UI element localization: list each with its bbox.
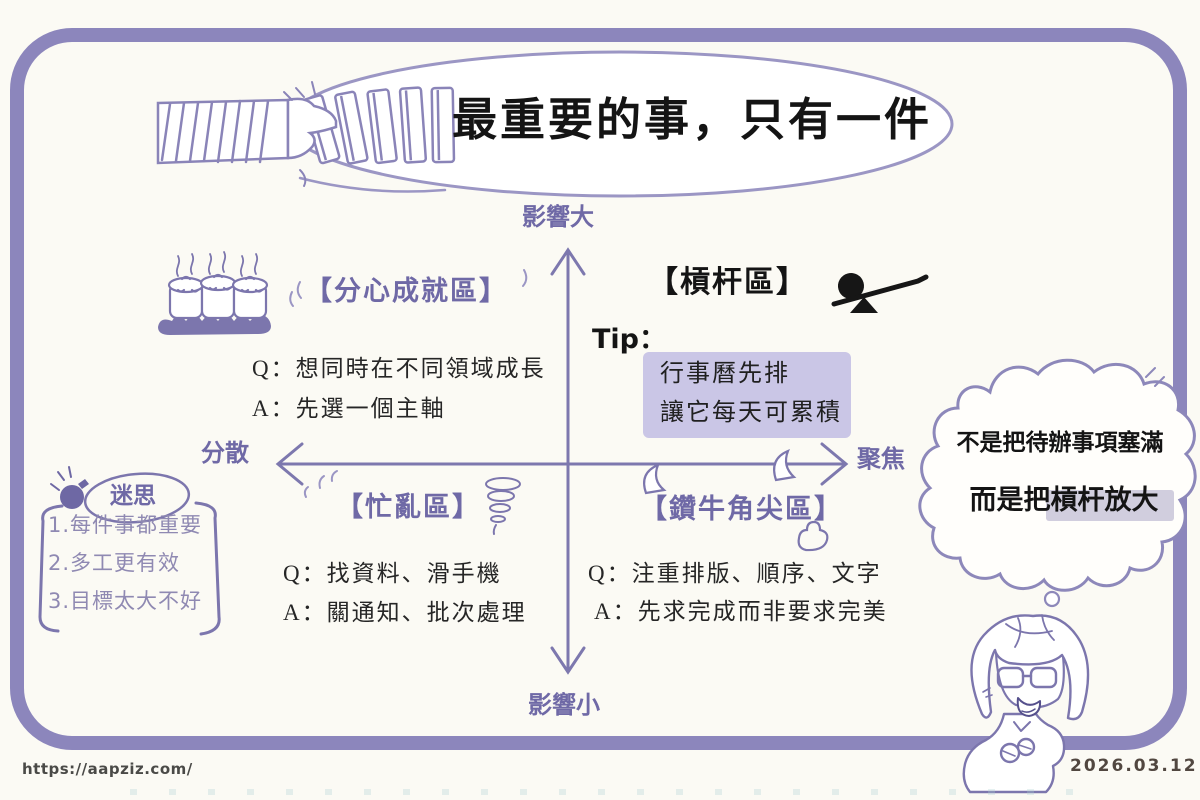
site-url[interactable]: https://aapziz.com/ (22, 760, 193, 778)
quadrant-bottom-right-answer: A：先求完成而非要求完美 (594, 599, 888, 624)
axis-label-left: 分散 (201, 439, 249, 467)
quadrant-bottom-left-question: Q：找資料、滑手機 (283, 561, 502, 586)
thought-bubble-line-2: 而是把槓杆放大 (969, 485, 1159, 516)
myth-oval (83, 472, 191, 524)
thought-bubble-line-1: 不是把待辦事項塞滿 (956, 430, 1164, 456)
quadrant-bottom-right-question: Q：注重排版、順序、文字 (588, 561, 882, 586)
myth-title: 迷思 (110, 483, 156, 509)
sweat-marks-icon (303, 470, 338, 498)
myth-item-3: 3.目標太大不好 (48, 589, 203, 613)
myth-item-2: 2.多工更有效 (48, 551, 181, 575)
quadrant-top-left-question: Q：想同時在不同領域成長 (252, 356, 546, 381)
bomb-icon (50, 466, 89, 509)
lever-icon (831, 273, 929, 313)
quote-marks-icon (289, 269, 528, 307)
quadrant-axes (275, 247, 849, 675)
myth-brackets (38, 501, 221, 636)
axis-label-top: 影響大 (522, 203, 594, 231)
horn-icon (643, 448, 829, 552)
quadrant-bottom-right-label: 【鑽牛角尖區】 (640, 494, 843, 525)
bubble-text-highlight (1046, 490, 1174, 521)
tornado-icon (485, 477, 521, 535)
page-border (10, 28, 1187, 750)
axis-label-bottom: 影響小 (528, 691, 600, 719)
quadrant-top-left-label: 【分心成就區】 (305, 276, 508, 307)
tip-label: Tip： (592, 324, 666, 355)
thought-bubble (918, 358, 1197, 651)
axis-label-right: 聚焦 (857, 445, 905, 473)
page-title: 最重要的事，只有一件 (452, 93, 933, 146)
tip-line-1: 行事曆先排 (660, 359, 790, 387)
date-label: 2026.03.12 (1070, 756, 1198, 776)
quadrant-bottom-left-label: 【忙亂區】 (336, 492, 481, 523)
hand-pushing-dominoes-icon (156, 81, 338, 187)
steaming-pots-icon (158, 251, 271, 335)
quadrant-top-left-answer: A：先選一個主軸 (252, 396, 446, 421)
quadrant-top-right-label: 【槓杆區】 (648, 265, 808, 300)
tip-highlight-box (643, 352, 851, 438)
girl-character-illustration (962, 614, 1090, 794)
quadrant-bottom-left-answer: A：關通知、批次處理 (283, 600, 527, 625)
tip-line-2: 讓它每天可累積 (660, 398, 842, 426)
myth-item-1: 1.每件事都重要 (48, 513, 203, 537)
